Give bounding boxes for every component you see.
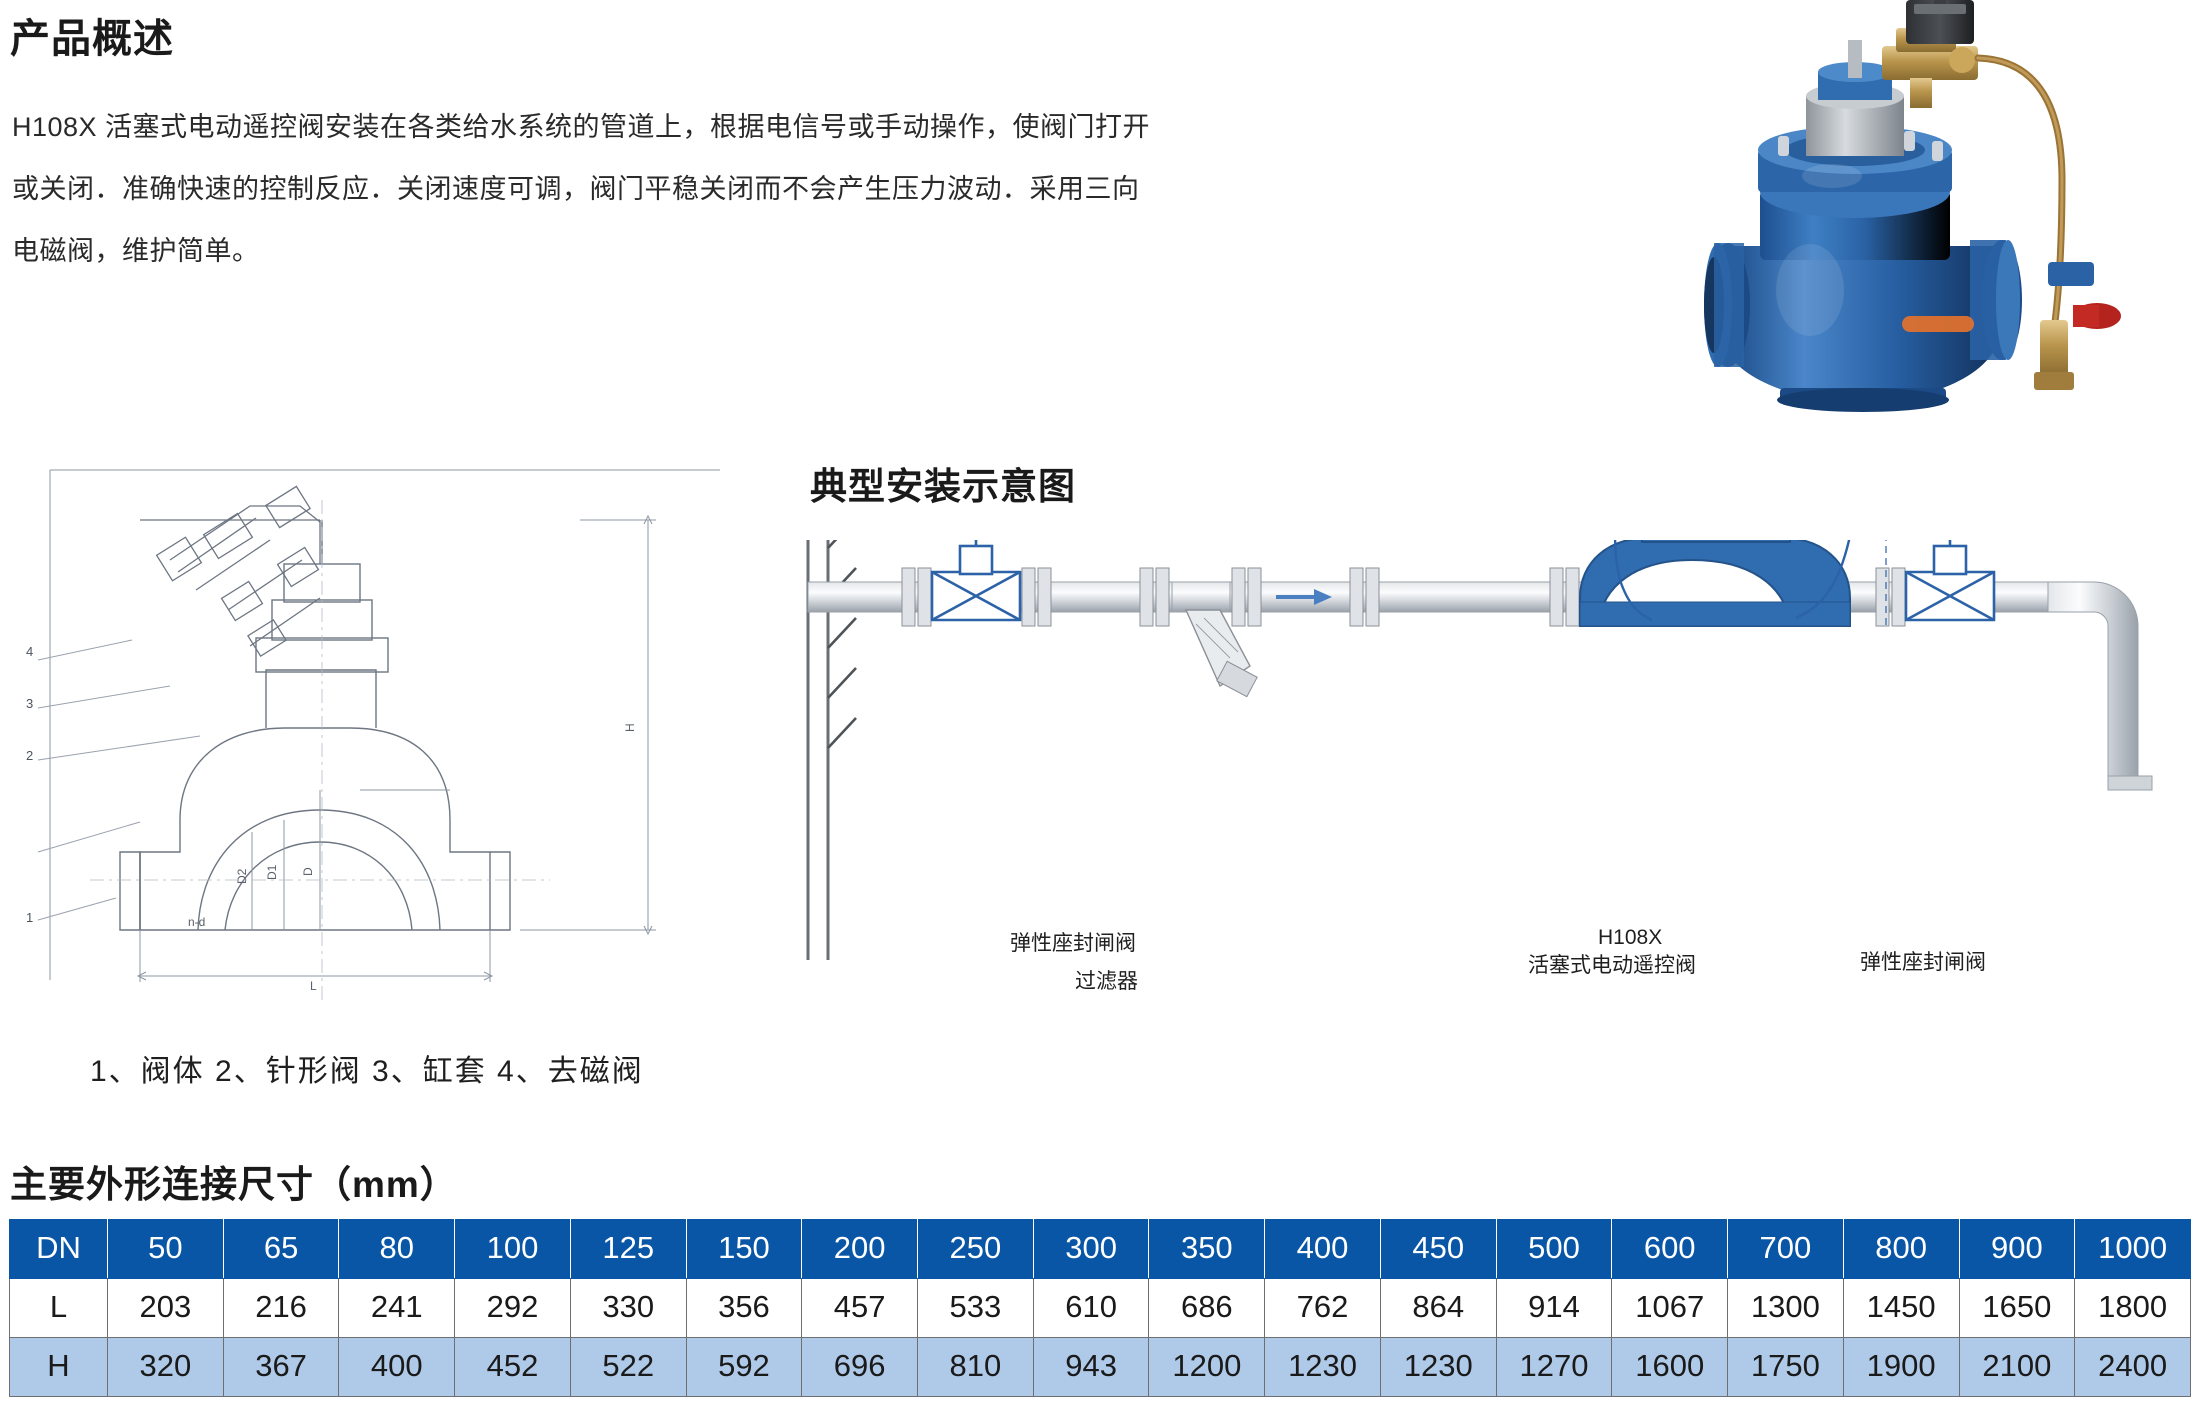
table-cell: 241: [338, 1278, 456, 1338]
table-cell: 600: [1611, 1219, 1729, 1279]
install-diagram-title: 典型安装示意图: [810, 466, 1076, 507]
table-cell: 900: [1958, 1219, 2076, 1279]
table-cell: 500: [1495, 1219, 1613, 1279]
table-cell: 592: [685, 1337, 803, 1397]
table-cell: 1750: [1727, 1337, 1844, 1397]
dimensions-title: 主要外形连接尺寸（mm）: [10, 1164, 458, 1205]
strainer: [1171, 581, 1332, 698]
install-diagram: [780, 351, 2190, 960]
table-cell: 330: [569, 1278, 687, 1338]
table-cell: 1200: [1148, 1337, 1266, 1397]
table-cell: 696: [801, 1337, 919, 1397]
callout-1: 1: [26, 910, 33, 925]
table-cell: 2400: [2074, 1337, 2191, 1397]
table-cell: 533: [917, 1278, 1034, 1338]
table-cell: 1600: [1611, 1337, 1729, 1397]
dim-D2: D2: [235, 868, 249, 884]
table-cell: 1650: [1958, 1278, 2076, 1338]
table-cell: 1900: [1842, 1337, 1960, 1397]
table-cell: 65: [222, 1219, 340, 1279]
label-strainer: 过滤器: [1075, 970, 1138, 993]
table-cell: 450: [1379, 1219, 1497, 1279]
table-cell: 1270: [1495, 1337, 1613, 1397]
table-cell: 400: [1264, 1219, 1381, 1279]
table-cell: 1230: [1264, 1337, 1381, 1397]
table-cell: 522: [569, 1337, 687, 1397]
dim-H: H: [623, 723, 637, 732]
table-cell: 864: [1379, 1278, 1497, 1338]
dim-D: D: [301, 867, 315, 876]
product-overview-paragraph: H108X 活塞式电动遥控阀安装在各类给水系统的管道上，根据电信号或手动操作，使…: [12, 96, 1512, 282]
gate-valve-left: [930, 465, 1022, 622]
table-cell: 250: [917, 1219, 1034, 1279]
table-cell: 203: [107, 1278, 224, 1338]
table-cell: 150: [685, 1219, 803, 1279]
table-cell: 762: [1264, 1278, 1381, 1338]
section-drawing: 4 3 2 1: [20, 460, 760, 1010]
table-cell: 452: [454, 1337, 571, 1397]
table-cell: 800: [1842, 1219, 1960, 1279]
table-cell: 610: [1032, 1278, 1150, 1338]
table-cell: 367: [222, 1337, 340, 1397]
table-cell: 1450: [1842, 1278, 1960, 1338]
table-cell: 320: [107, 1337, 224, 1397]
table-cell: 200: [801, 1219, 919, 1279]
table-cell: 125: [569, 1219, 687, 1279]
table-row-label: L: [9, 1278, 108, 1338]
table-cell: 700: [1727, 1219, 1844, 1279]
page-title: 产品概述: [10, 17, 174, 61]
dim-nd: n-d: [188, 915, 205, 929]
table-cell: 356: [685, 1278, 803, 1338]
table-cell: 50: [107, 1219, 224, 1279]
table-cell: 80: [338, 1219, 456, 1279]
intro-line-2: 或关闭．准确快速的控制反应．关闭速度可调，阀门平稳关闭而不会产生压力波动．采用三…: [12, 174, 1140, 204]
table-cell: 686: [1148, 1278, 1266, 1338]
label-main-valve-name: 活塞式电动遥控阀: [1528, 954, 1696, 977]
gate-valve-right: [1904, 465, 1996, 622]
table-cell: 1300: [1727, 1278, 1844, 1338]
table-cell: 216: [222, 1278, 340, 1338]
intro-line-1: H108X 活塞式电动遥控阀安装在各类给水系统的管道上，根据电信号或手动操作，使…: [12, 112, 1151, 142]
dim-L: L: [310, 979, 317, 993]
label-gate-valve-left: 弹性座封闸阀: [1010, 932, 1136, 955]
table-cell: 1067: [1611, 1278, 1729, 1338]
table-cell: 810: [917, 1337, 1034, 1397]
intro-line-3: 电磁阀，维护简单。: [12, 236, 260, 266]
parts-legend: 1、阀体 2、针形阀 3、缸套 4、去磁阀: [90, 1055, 644, 1088]
product-photo: [1610, 0, 2197, 440]
table-cell: 1000: [2074, 1219, 2191, 1279]
table-cell: 400: [338, 1337, 456, 1397]
table-cell: 457: [801, 1278, 919, 1338]
table-cell: 292: [454, 1278, 571, 1338]
callout-3: 3: [26, 696, 33, 711]
main-valve-h108x: [1579, 351, 1887, 627]
table-cell: 943: [1032, 1337, 1150, 1397]
table-cell: 2100: [1958, 1337, 2076, 1397]
table-cell: 1800: [2074, 1278, 2191, 1338]
table-cell: 350: [1148, 1219, 1266, 1279]
table-row-label: H: [9, 1337, 108, 1397]
table-row-label: DN: [9, 1219, 108, 1279]
callout-4: 4: [26, 644, 33, 659]
dim-D1: D1: [265, 864, 279, 880]
label-main-valve-model: H108X: [1598, 926, 1663, 949]
table-cell: 100: [454, 1219, 571, 1279]
label-gate-valve-right: 弹性座封闸阀: [1860, 951, 1986, 974]
table-cell: 1230: [1379, 1337, 1497, 1397]
table-cell: 300: [1032, 1219, 1150, 1279]
table-cell: 914: [1495, 1278, 1613, 1338]
callout-2: 2: [26, 748, 33, 763]
